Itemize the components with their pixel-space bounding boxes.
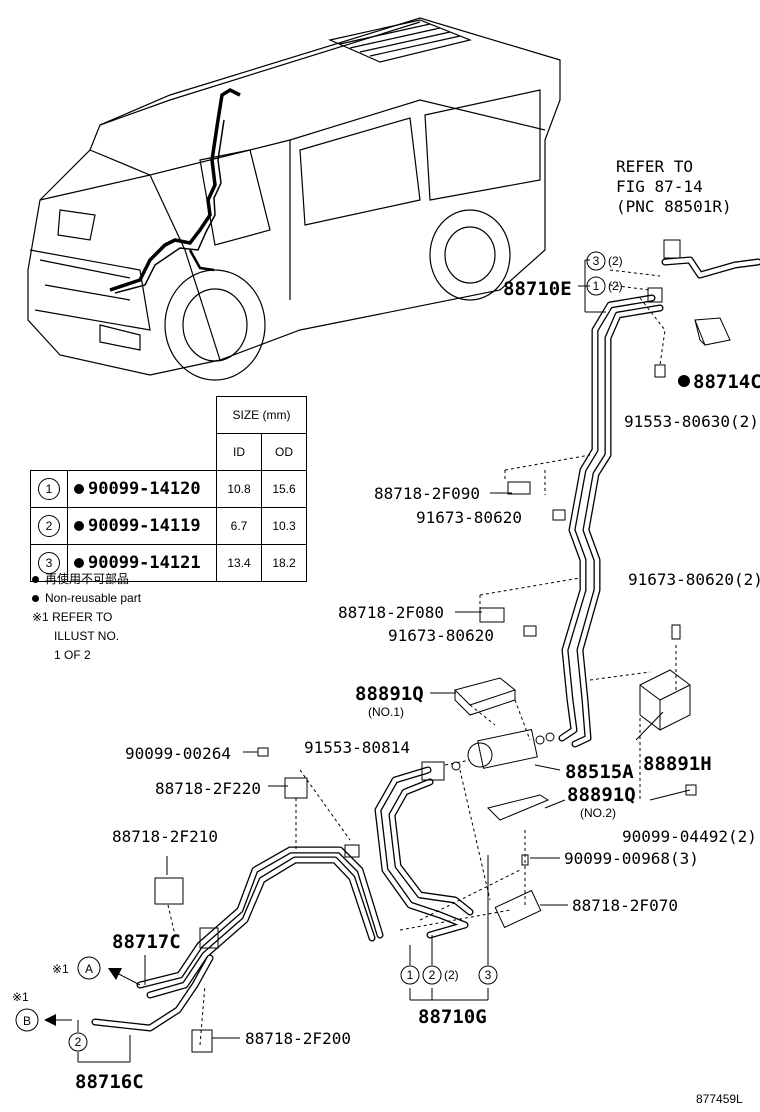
label-88718-2F210: 88718-2F210 [112,827,218,846]
labels: REFER TO FIG 87-14 (PNC 88501R) 88710E 8… [75,157,760,1106]
header-id: ID [216,433,262,471]
note-refer-line2: ILLUST NO. [54,629,120,643]
label-90099-04492: 90099-04492(2) [622,827,757,846]
table-blank [31,397,68,434]
label-90099-00264: 90099-00264 [125,744,231,763]
table-row: 1 90099-14120 10.8 15.6 [30,470,307,508]
qty-top-1: (2) [608,254,623,268]
label-no1: (NO.1) [368,705,404,719]
label-88515A: 88515A [565,761,634,783]
label-91673-80620-b: 91673-80620 [388,626,494,645]
table-blank [68,434,217,471]
label-88891Q-no2: 88891Q [567,784,636,806]
row-od: 15.6 [261,470,307,508]
cover-88891Q-no1 [454,677,517,716]
dashed-guides [167,269,677,1046]
refer-line1: REFER TO [616,157,693,176]
pipe-88717C [136,846,384,999]
label-88710G: 88710G [418,1006,487,1028]
label-88718-2F090: 88718-2F090 [374,484,480,503]
row-part-number: 90099-14120 [88,479,201,499]
qty-bottom: (2) [444,968,459,982]
non-reusable-dot-icon [74,558,84,568]
non-reusable-dot-icon [74,484,84,494]
note-refer-line3: 1 OF 2 [54,648,91,662]
label-88716C: 88716C [75,1071,144,1093]
row-index: 2 [38,515,60,537]
label-91553-80814: 91553-80814 [304,738,410,757]
label-91673-80620-2: 91673-80620(2) [628,570,760,589]
circle-1-top: 1 [593,279,600,293]
label-88718-2F070: 88718-2F070 [572,896,678,915]
arrows [44,968,141,1026]
ref-mark-b: ※1 [12,990,29,1004]
row-part-number: 90099-14119 [88,516,201,536]
row-index: 3 [38,552,60,574]
label-91553-80630: 91553-80630(2) [624,412,759,431]
label-88710E: 88710E [503,278,572,300]
label-88718-2F080: 88718-2F080 [338,603,444,622]
label-88891Q-no1: 88891Q [355,683,424,705]
header-size: SIZE (mm) [216,396,307,434]
label-88714C: 88714C [693,371,760,393]
circle-3-bottom: 3 [485,968,492,982]
pipe-88710E [558,239,760,748]
refer-line3: (PNC 88501R) [616,197,732,216]
row-od: 18.2 [261,544,307,582]
illustration-number: 877459L [696,1092,743,1106]
circle-2-left: 2 [75,1035,82,1049]
label-88891H: 88891H [643,753,712,775]
circled-numbers: 3 1 (2) (2) 1 2 (2) 3 2 A B ※1 ※1 [12,251,690,1052]
qty-top-2: (2) [608,279,623,293]
table-blank [68,397,217,434]
row-od: 10.3 [261,507,307,545]
leader-lines [77,259,664,1063]
table-row: 3 90099-14121 13.4 18.2 [30,544,307,582]
legend-notes: 再使用不可部品 Non-reusable part ※1 REFER TO IL… [32,570,141,665]
pipe-88716C [91,954,214,1032]
cooler-unit-88891H [639,669,691,731]
mark-a: A [85,962,93,976]
table-blank [31,434,68,471]
label-90099-00968: 90099-00968(3) [564,849,699,868]
label-no2: (NO.2) [580,806,616,820]
label-88718-2F220: 88718-2F220 [155,779,261,798]
bolts [257,364,697,866]
row-id: 10.8 [216,470,262,508]
hose-size-table: SIZE (mm) ID OD 1 90099-14120 10.8 15.6 … [30,396,307,582]
circle-2-bottom: 2 [429,968,436,982]
non-reusable-dot-icon [32,576,39,584]
mark-b: B [23,1014,31,1028]
circle-1-bottom: 1 [407,968,414,982]
label-88718-2F200: 88718-2F200 [245,1029,351,1048]
refer-line2: FIG 87-14 [616,177,703,196]
cushion-88714C [694,317,731,346]
label-91673-80620-a: 91673-80620 [416,508,522,527]
header-od: OD [261,433,307,471]
row-part-number: 90099-14121 [88,553,201,573]
row-id: 6.7 [216,507,262,545]
non-reusable-dot-icon [74,521,84,531]
non-reusable-dot-icon [32,595,39,603]
pipe-88710G [374,766,474,939]
table-row: 2 90099-14119 6.7 10.3 [30,507,307,545]
row-id: 13.4 [216,544,262,582]
label-88717C: 88717C [112,931,181,953]
note-non-reusable-jp: 再使用不可部品 [45,572,130,586]
note-non-reusable-en: Non-reusable part [45,591,142,605]
circle-3-top: 3 [593,254,600,268]
note-refer-line1: ※1 REFER TO [32,610,113,624]
ref-mark-a: ※1 [52,962,69,976]
van-illustration [27,17,561,381]
cover-88891Q-no2 [487,794,550,821]
expansion-valve-88515A [421,728,555,781]
row-index: 1 [38,478,60,500]
